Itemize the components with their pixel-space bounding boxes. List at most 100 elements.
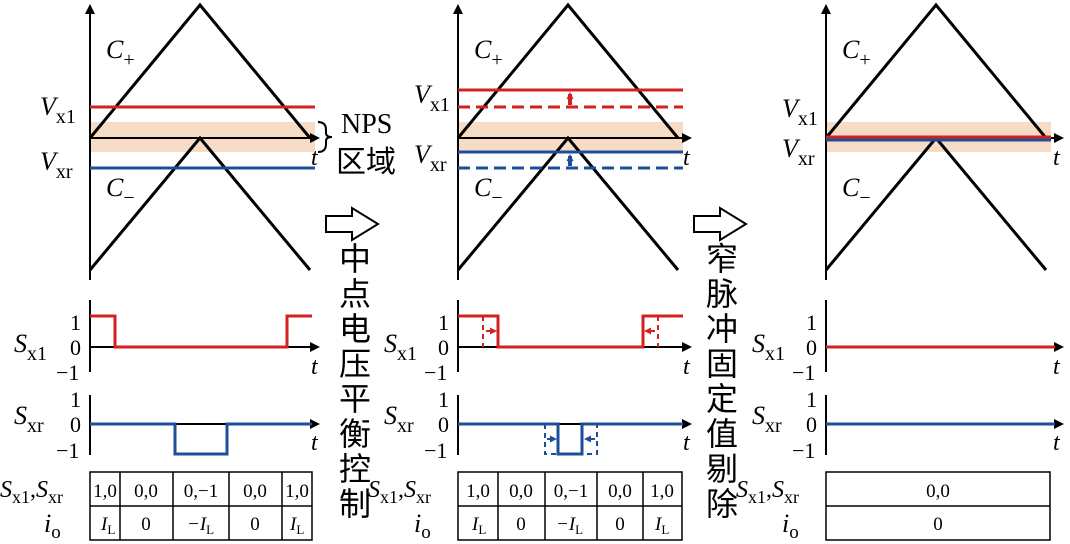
table-cell: 0,0	[243, 481, 267, 502]
c-minus-label: C−	[106, 173, 135, 209]
carrier-c-minus	[88, 135, 312, 271]
sxr-tick-m1: −1	[424, 438, 447, 463]
sx1-tick-0: 0	[438, 335, 449, 360]
svg-text:冲: 冲	[706, 310, 738, 348]
c-plus-label: C+	[842, 35, 871, 71]
vx1-label: Vx1	[40, 92, 76, 128]
svg-text:点: 点	[339, 275, 371, 313]
table-row2-label: io	[782, 509, 799, 543]
sx1-tick-0: 0	[806, 335, 817, 360]
table-cell: 0,0	[509, 481, 533, 502]
svg-text:控: 控	[339, 450, 371, 488]
panel-3: t C+ C− Vx1 Vxr 1 0 −1 Sx1 t 1 0 −1 Sxr …	[736, 2, 1064, 543]
sx1-label: Sx1	[384, 329, 417, 365]
table-cell: 1,0	[93, 481, 117, 502]
svg-text:除: 除	[706, 485, 738, 523]
svg-text:平: 平	[339, 380, 371, 418]
sxr-tick-0: 0	[70, 412, 81, 437]
svg-text:电: 电	[339, 310, 371, 348]
svg-text:脉: 脉	[706, 275, 738, 313]
table-row1-label: Sx1,Sxr	[736, 477, 799, 507]
table-cell: −IL	[556, 514, 583, 537]
table-row1-label: Sx1,Sxr	[0, 477, 63, 507]
sxr-original-waveform	[544, 424, 598, 455]
sxr-waveform	[90, 422, 312, 456]
state-table: 1,0 0,0 0,−1 0,0 1,0 IL 0 −IL 0 IL	[89, 471, 313, 541]
table-cell: 0	[250, 514, 260, 535]
sxr-label: Sxr	[14, 401, 44, 437]
state-table: 0,0 0	[825, 471, 1051, 541]
svg-text:剔: 剔	[706, 450, 738, 488]
t-label: t	[1053, 354, 1061, 380]
nps-label: NPS	[341, 109, 392, 140]
t-label: t	[1053, 145, 1061, 171]
t-label: t	[683, 430, 691, 456]
vxr-label: Vxr	[40, 147, 73, 183]
table-cell: IL	[289, 514, 304, 537]
t-label: t	[311, 354, 319, 380]
sx1-tick-1: 1	[438, 310, 449, 335]
c-plus-label: C+	[474, 35, 503, 71]
step-arrow-1	[325, 206, 380, 242]
nps-brace	[317, 121, 333, 153]
svg-text:中: 中	[339, 240, 371, 278]
t-label: t	[1053, 430, 1061, 456]
svg-text:定: 定	[706, 380, 738, 418]
table-cell: 0,0	[608, 481, 632, 502]
table-cell: 0	[933, 514, 943, 535]
t-label: t	[683, 145, 691, 171]
step2-caption: 窄 脉 冲 固 定 值 剔 除	[706, 240, 738, 523]
svg-text:固: 固	[706, 345, 738, 383]
step1-caption: 中 点 电 压 平 衡 控 制	[339, 240, 371, 523]
sxr-tick-1: 1	[806, 387, 817, 412]
t-label: t	[683, 354, 691, 380]
table-cell: IL	[100, 514, 115, 537]
sx1-label: Sx1	[14, 329, 47, 365]
carrier-c-minus	[456, 135, 680, 271]
table-cell: 0	[516, 514, 526, 535]
sxr-tick-1: 1	[438, 387, 449, 412]
t-label: t	[311, 145, 319, 171]
table-cell: 1,0	[285, 481, 309, 502]
sxr-tick-0: 0	[806, 412, 817, 437]
table-row1-label: Sx1,Sxr	[368, 477, 431, 507]
sx1-tick-1: 1	[806, 310, 817, 335]
sxr-tick-0: 0	[438, 412, 449, 437]
carrier-c-plus	[824, 2, 1048, 139]
table-cell: 0	[141, 514, 151, 535]
table-row2-label: io	[414, 509, 431, 543]
sx1-waveform	[458, 314, 683, 349]
sx1-tick-m1: −1	[792, 360, 815, 385]
table-cell: 0,−1	[184, 481, 218, 502]
t-label: t	[311, 430, 319, 456]
vxr-label: Vxr	[414, 140, 447, 176]
sx1-tick-m1: −1	[56, 360, 79, 385]
sxr-tick-m1: −1	[56, 438, 79, 463]
sx1-waveform	[90, 314, 312, 349]
table-cell: 0,0	[134, 481, 158, 502]
nps-region-label: 区域	[336, 145, 396, 180]
carrier-c-plus	[88, 2, 312, 139]
sxr-waveform	[458, 422, 683, 456]
table-cell: 0,−1	[554, 481, 588, 502]
sx1-tick-m1: −1	[424, 360, 447, 385]
table-cell: 0,0	[926, 481, 950, 502]
sx1-label: Sx1	[752, 329, 785, 365]
table-cell: 1,0	[650, 481, 674, 502]
svg-text:值: 值	[706, 415, 738, 453]
panel-1: t C+ C− Vx1 Vxr 1 0 −1 Sx1 t 1 0 −1 Sxr …	[0, 2, 320, 543]
carrier-c-plus	[456, 2, 680, 139]
table-row2-label: io	[44, 509, 61, 543]
vxr-label: Vxr	[782, 134, 815, 170]
table-cell: 1,0	[466, 481, 490, 502]
sxr-label: Sxr	[384, 401, 414, 437]
svg-text:衡: 衡	[339, 415, 371, 453]
c-plus-label: C+	[106, 35, 135, 71]
table-cell: −IL	[187, 514, 214, 537]
sxr-tick-m1: −1	[792, 438, 815, 463]
step-arrow-2	[693, 206, 748, 242]
state-table: 1,0 0,0 0,−1 0,0 1,0 IL 0 −IL 0 IL	[457, 471, 683, 541]
table-cell: IL	[471, 514, 486, 537]
vx1-label: Vx1	[782, 94, 818, 130]
